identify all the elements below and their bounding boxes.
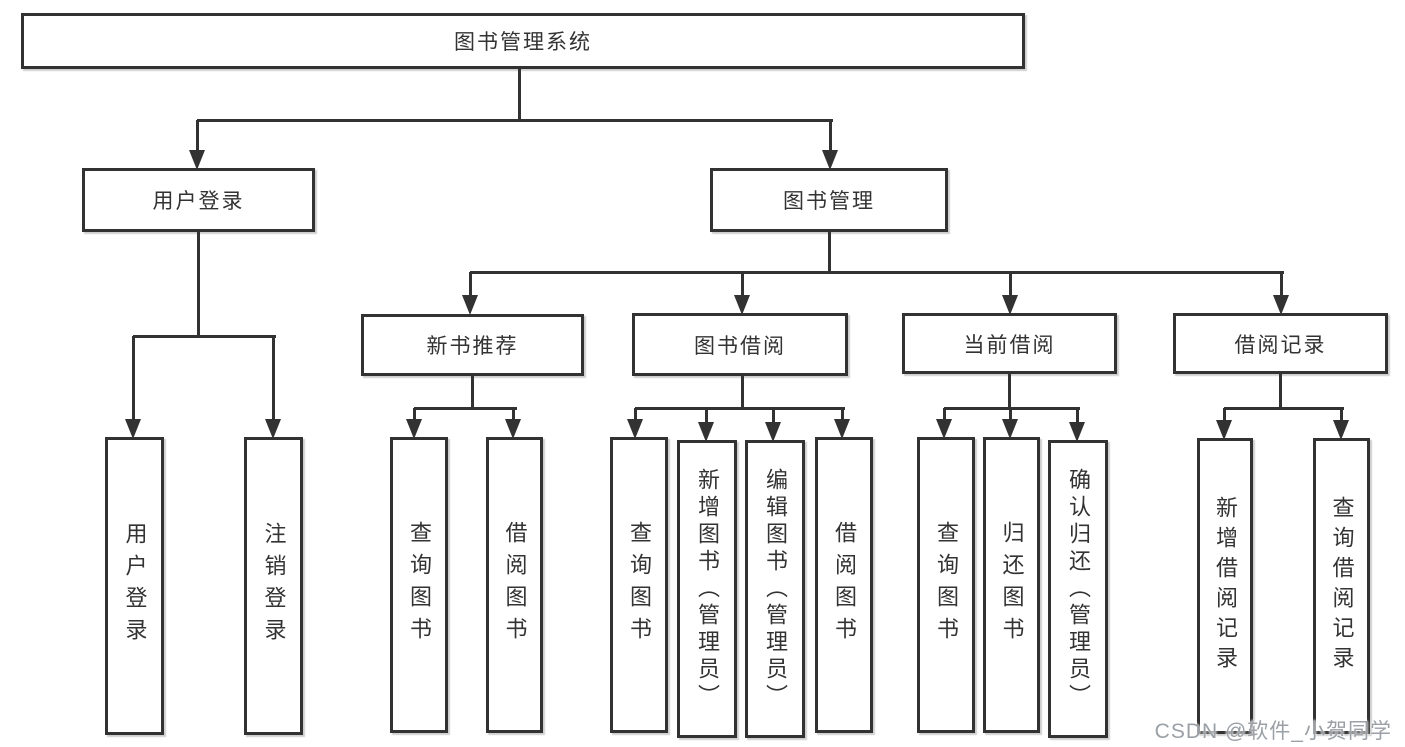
connector-line [271, 336, 275, 423]
connector-line [1222, 408, 1226, 424]
node-label: 借阅图书 [832, 521, 857, 649]
node-current-borrowing: 当前借阅 [902, 313, 1117, 374]
connector-line [1008, 408, 1012, 423]
arrow-down-icon [765, 422, 781, 442]
connector-line [197, 118, 833, 122]
arrow-down-icon [1216, 420, 1232, 440]
connector-line [1339, 408, 1343, 424]
node-label: 归还图书 [999, 521, 1025, 649]
arrow-down-icon [822, 150, 838, 170]
node-borrowing-records: 借阅记录 [1173, 313, 1388, 374]
node-label: 查询图书 [407, 521, 432, 649]
connector-line [468, 272, 472, 299]
node-label: 注销登录 [261, 522, 287, 650]
connector-line [195, 120, 199, 154]
connector-line [771, 408, 775, 426]
node-label: 当前借阅 [963, 333, 1056, 357]
node-label: 图书管理 [783, 190, 875, 213]
arrow-down-icon [936, 419, 952, 439]
node-new-book-recommendation: 新书推荐 [361, 314, 584, 376]
node-label: 编辑图书（管理员） [763, 467, 788, 711]
leaf-query-books: 查询图书 [390, 437, 448, 733]
connector-line [470, 270, 1284, 274]
arrow-down-icon [1069, 422, 1085, 442]
arrow-down-icon [627, 419, 643, 439]
node-label: 确认归还（管理员） [1066, 467, 1091, 711]
leaf-add-books-admin: 新增图书（管理员） [677, 440, 737, 738]
connector-line [1224, 406, 1344, 410]
node-user-login: 用户登录 [82, 168, 315, 232]
connector-line [840, 408, 844, 423]
connector-line [414, 406, 517, 410]
leaf-logout: 注销登录 [244, 437, 303, 735]
connector-line [827, 232, 831, 273]
arrow-down-icon [462, 295, 478, 315]
node-label: 图书借阅 [694, 334, 786, 358]
connector-line [1279, 272, 1283, 299]
node-label: 新增借阅记录 [1213, 496, 1238, 676]
connector-line [944, 406, 1080, 410]
leaf-user-login: 用户登录 [105, 437, 164, 735]
connector-line [412, 408, 416, 423]
arrow-down-icon [1273, 295, 1289, 315]
connector-line [1007, 374, 1011, 409]
leaf-edit-books-admin: 编辑图书（管理员） [745, 440, 805, 738]
node-label: 用户登录 [152, 190, 245, 213]
connector-line [704, 408, 708, 426]
connector-line [740, 272, 744, 299]
node-label: 新书推荐 [426, 335, 519, 358]
leaf-query-borrow-record: 查询借阅记录 [1313, 438, 1370, 734]
arrow-down-icon [505, 419, 521, 439]
connector-line [1008, 272, 1012, 299]
connector-line [828, 120, 832, 154]
connector-line [131, 336, 135, 423]
connector-line [635, 406, 845, 410]
node-label: 查询图书 [627, 521, 652, 649]
arrow-down-icon [734, 295, 750, 315]
arrow-down-icon [1002, 295, 1018, 315]
node-label: 借阅记录 [1234, 333, 1327, 357]
node-book-management: 图书管理 [710, 168, 948, 232]
leaf-return-books: 归还图书 [983, 437, 1040, 733]
node-label: 新增图书（管理员） [695, 467, 720, 711]
connector-line [942, 408, 946, 423]
node-label: 图书管理系统 [454, 31, 592, 54]
connector-line [133, 334, 276, 338]
connector-line [511, 408, 515, 423]
node-label: 查询图书 [934, 521, 959, 649]
arrow-down-icon [189, 150, 205, 170]
connector-line [740, 376, 744, 409]
leaf-add-borrow-record: 新增借阅记录 [1197, 438, 1253, 734]
arrow-down-icon [1002, 419, 1018, 439]
leaf-borrow-books: 借阅图书 [815, 437, 873, 733]
leaf-query-books: 查询图书 [917, 437, 975, 733]
arrow-down-icon [406, 419, 422, 439]
arrow-down-icon [265, 419, 281, 439]
arrow-down-icon [834, 419, 850, 439]
connector-line [470, 376, 474, 409]
leaf-confirm-return-admin: 确认归还（管理员） [1048, 440, 1108, 738]
arrow-down-icon [1333, 420, 1349, 440]
arrow-down-icon [698, 422, 714, 442]
connector-line [196, 232, 200, 337]
connector-line [633, 408, 637, 423]
node-label: 借阅图书 [502, 521, 528, 649]
connector-line [1278, 374, 1282, 409]
arrow-down-icon [125, 419, 141, 439]
connector-line [517, 68, 521, 121]
node-library-management-system: 图书管理系统 [21, 13, 1025, 69]
csdn-watermark: CSDN @软件_小贺同学 [1154, 720, 1392, 743]
connector-line [1075, 408, 1079, 426]
node-label: 用户登录 [122, 522, 148, 650]
leaf-query-books: 查询图书 [610, 437, 668, 733]
leaf-borrow-books: 借阅图书 [486, 437, 543, 733]
node-label: 查询借阅记录 [1329, 496, 1355, 676]
node-book-borrowing: 图书借阅 [632, 313, 848, 376]
